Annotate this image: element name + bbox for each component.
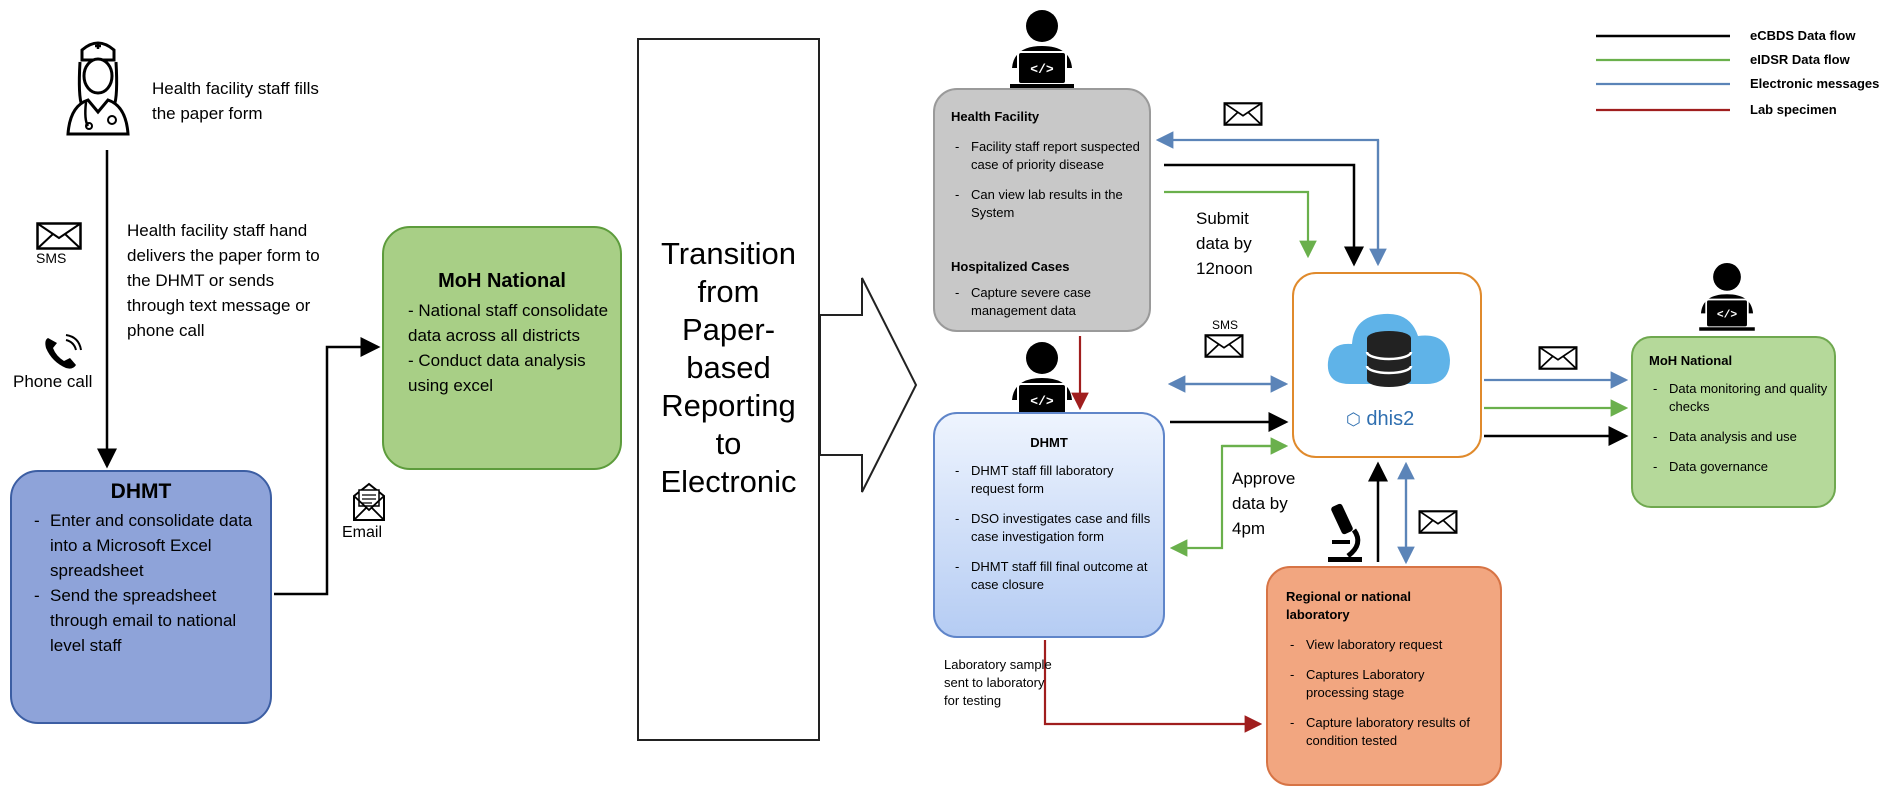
sms-label-right: SMS <box>1212 318 1239 332</box>
list-item: Data governance <box>1649 458 1829 476</box>
envelope-icon <box>1204 334 1244 358</box>
moh-paper-box: MoH National - National staff consolidat… <box>382 226 622 470</box>
dhmt-to-moh-arrow <box>274 337 381 596</box>
list-item: Data monitoring and quality checks <box>1649 380 1829 416</box>
list-item: DHMT staff fill final outcome at case cl… <box>951 558 1151 594</box>
svg-text:</>: </> <box>1030 62 1054 77</box>
moh-left-list: - National staff consolidate data across… <box>408 298 618 398</box>
legend-item-messages: Electronic messages <box>1750 76 1880 91</box>
list-item: Data analysis and use <box>1649 428 1829 446</box>
list-item: Capture severe case management data <box>951 284 1141 320</box>
hospitalized-list: Capture severe case management data <box>951 284 1141 320</box>
list-item: DSO investigates case and fills case inv… <box>951 510 1151 546</box>
laboratory-box: Regional or national laboratory View lab… <box>1266 566 1502 786</box>
moh-left-title: MoH National <box>438 270 566 292</box>
list-item: Captures Laboratory processing stage <box>1286 666 1486 702</box>
phone-icon <box>45 334 82 369</box>
list-item: - Conduct data analysis using excel <box>408 351 586 395</box>
hf-to-dhis-ecbds <box>1164 163 1364 267</box>
svg-text:</>: </> <box>1030 394 1054 409</box>
moh-right-title: MoH National <box>1649 353 1733 368</box>
list-item: Send the spreadsheet through email to na… <box>30 583 258 658</box>
microscope-icon <box>1328 503 1362 562</box>
nurse-icon <box>66 41 130 136</box>
moh-electronic-box: MoH National Data monitoring and quality… <box>1631 336 1836 508</box>
transition-box: Transition from Paper- based Reporting t… <box>637 38 820 741</box>
health-facility-list: Facility staff report suspected case of … <box>951 138 1141 222</box>
list-item: Enter and consolidate data into a Micros… <box>30 508 258 583</box>
envelope-icon <box>1223 102 1263 126</box>
envelope-icon <box>36 222 82 250</box>
laptop-user-icon: </> <box>1010 10 1074 88</box>
hf-to-dhis-eidsr <box>1164 190 1317 259</box>
list-item: - National staff consolidate data across… <box>408 301 609 345</box>
lab-title: Regional or national laboratory <box>1286 589 1411 622</box>
transition-text: Transition from Paper- based Reporting t… <box>660 236 797 499</box>
email-icon <box>353 482 385 521</box>
approve-caption: Approve data by 4pm <box>1232 469 1296 538</box>
svg-text:</>: </> <box>1717 310 1738 322</box>
list-item: Can view lab results in the System <box>951 186 1141 222</box>
envelope-icon <box>1538 346 1578 370</box>
dhmt-paper-box: DHMT Enter and consolidate data into a M… <box>10 470 272 724</box>
dhmt-right-title: DHMT <box>1030 435 1068 450</box>
list-item: Capture laboratory results of condition … <box>1286 714 1486 750</box>
dhis2-logo: ⬡ dhis2 <box>1346 408 1414 431</box>
nurse-caption: Health facility staff fills the paper fo… <box>152 79 319 123</box>
laptop-user-icon: </> <box>1010 342 1074 420</box>
phone-label: Phone call <box>13 372 93 391</box>
list-item: Facility staff report suspected case of … <box>951 138 1141 174</box>
transition-arrow <box>819 277 918 493</box>
hospitalized-title: Hospitalized Cases <box>951 259 1070 274</box>
lab-list: View laboratory request Captures Laborat… <box>1286 636 1486 750</box>
laptop-user-icon: </> <box>1699 263 1755 331</box>
dhis2-logo-icon: ⬡ <box>1346 410 1361 429</box>
dhis2-label: dhis2 <box>1366 408 1415 430</box>
envelope-icon <box>1418 510 1458 534</box>
list-item: DHMT staff fill laboratory request form <box>951 462 1151 498</box>
moh-right-list: Data monitoring and quality checks Data … <box>1649 380 1829 476</box>
legend-item-ecbds: eCBDS Data flow <box>1750 28 1856 43</box>
health-facility-box: Health Facility Facility staff report su… <box>933 88 1151 332</box>
submit-caption: Submit data by 12noon <box>1196 209 1253 278</box>
dhmt-electronic-box: DHMT DHMT staff fill laboratory request … <box>933 412 1165 638</box>
dhmt-right-list: DHMT staff fill laboratory request form … <box>951 462 1151 594</box>
health-facility-title: Health Facility <box>951 109 1040 124</box>
email-label: Email <box>342 524 383 541</box>
deliver-caption: Health facility staff hand delivers the … <box>127 221 320 340</box>
legend-item-specimen: Lab specimen <box>1750 102 1837 117</box>
lab-sample-caption: Laboratory sample sent to laboratory for… <box>944 657 1052 708</box>
cloud-database-icon <box>1327 313 1450 387</box>
dhmt-left-title: DHMT <box>110 480 172 503</box>
sms-label-left: SMS <box>36 250 67 266</box>
dhmt-to-lab-specimen <box>1043 640 1263 733</box>
list-item: View laboratory request <box>1286 636 1486 654</box>
dhis2-box: ⬡ dhis2 <box>1292 272 1482 458</box>
legend-item-eidsr: eIDSR Data flow <box>1750 52 1850 67</box>
dhmt-left-list: Enter and consolidate data into a Micros… <box>30 508 258 658</box>
